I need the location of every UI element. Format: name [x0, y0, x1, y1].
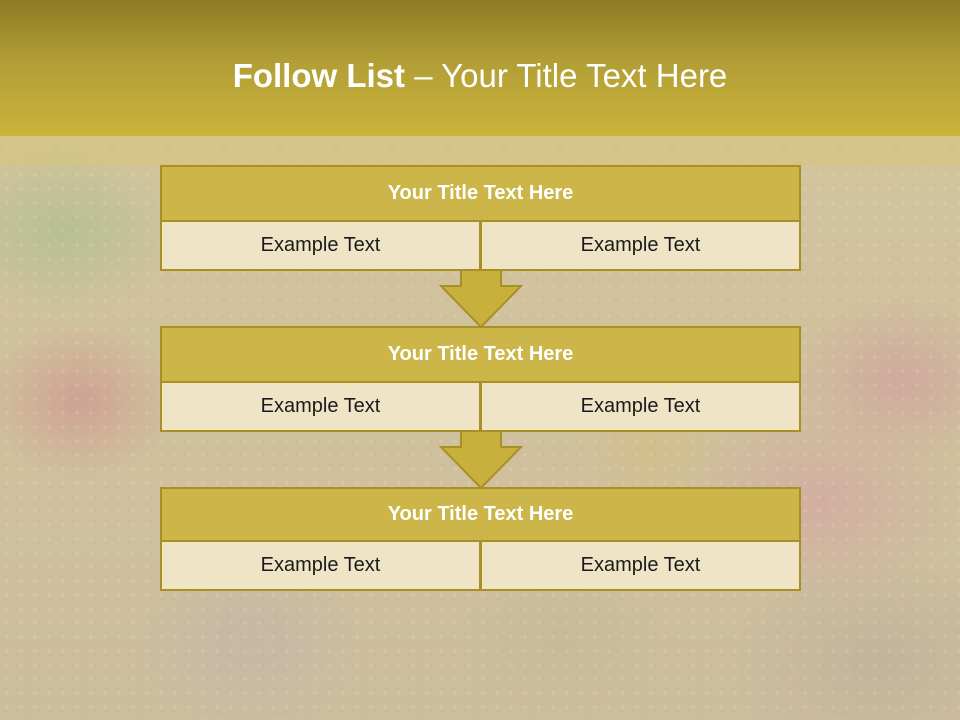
title-bar [0, 0, 960, 136]
block-title: Your Title Text Here [160, 326, 801, 383]
slide-title: Follow List – Your Title Text Here [0, 54, 960, 98]
block-cell-left: Example Text [160, 222, 481, 271]
block-cell-right: Example Text [480, 383, 801, 432]
slide-title-bold: Follow List [232, 57, 406, 94]
block-title: Your Title Text Here [160, 165, 801, 222]
slide-title-rest: – Your Title Text Here [405, 57, 728, 94]
list-block-1: Your Title Text Here Example Text Exampl… [160, 165, 801, 271]
block-cell-left: Example Text [160, 383, 481, 432]
down-arrow-icon [439, 430, 523, 490]
list-block-3: Your Title Text Here Example Text Exampl… [160, 487, 801, 591]
block-title: Your Title Text Here [160, 487, 801, 542]
list-block-2: Your Title Text Here Example Text Exampl… [160, 326, 801, 432]
block-cell-right: Example Text [480, 542, 801, 591]
block-cell-right: Example Text [480, 222, 801, 271]
down-arrow-icon [439, 269, 523, 329]
block-cell-left: Example Text [160, 542, 481, 591]
title-bar-underlay [0, 136, 960, 166]
